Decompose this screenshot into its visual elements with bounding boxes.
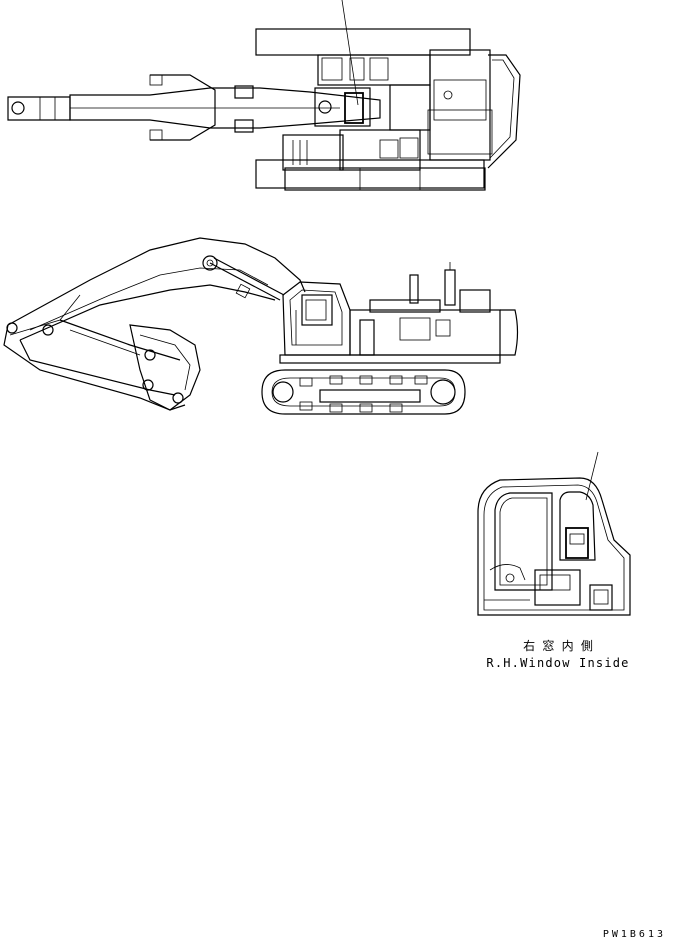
excavator-side-view <box>3 237 519 415</box>
drawing-code: PW1B613 <box>603 929 666 940</box>
location-label-en: R.H.Window Inside <box>486 656 629 670</box>
cab-right-window-detail <box>477 451 631 616</box>
excavator-top-view <box>7 0 521 191</box>
location-label-jp: 右 窓 内 側 <box>523 638 593 653</box>
